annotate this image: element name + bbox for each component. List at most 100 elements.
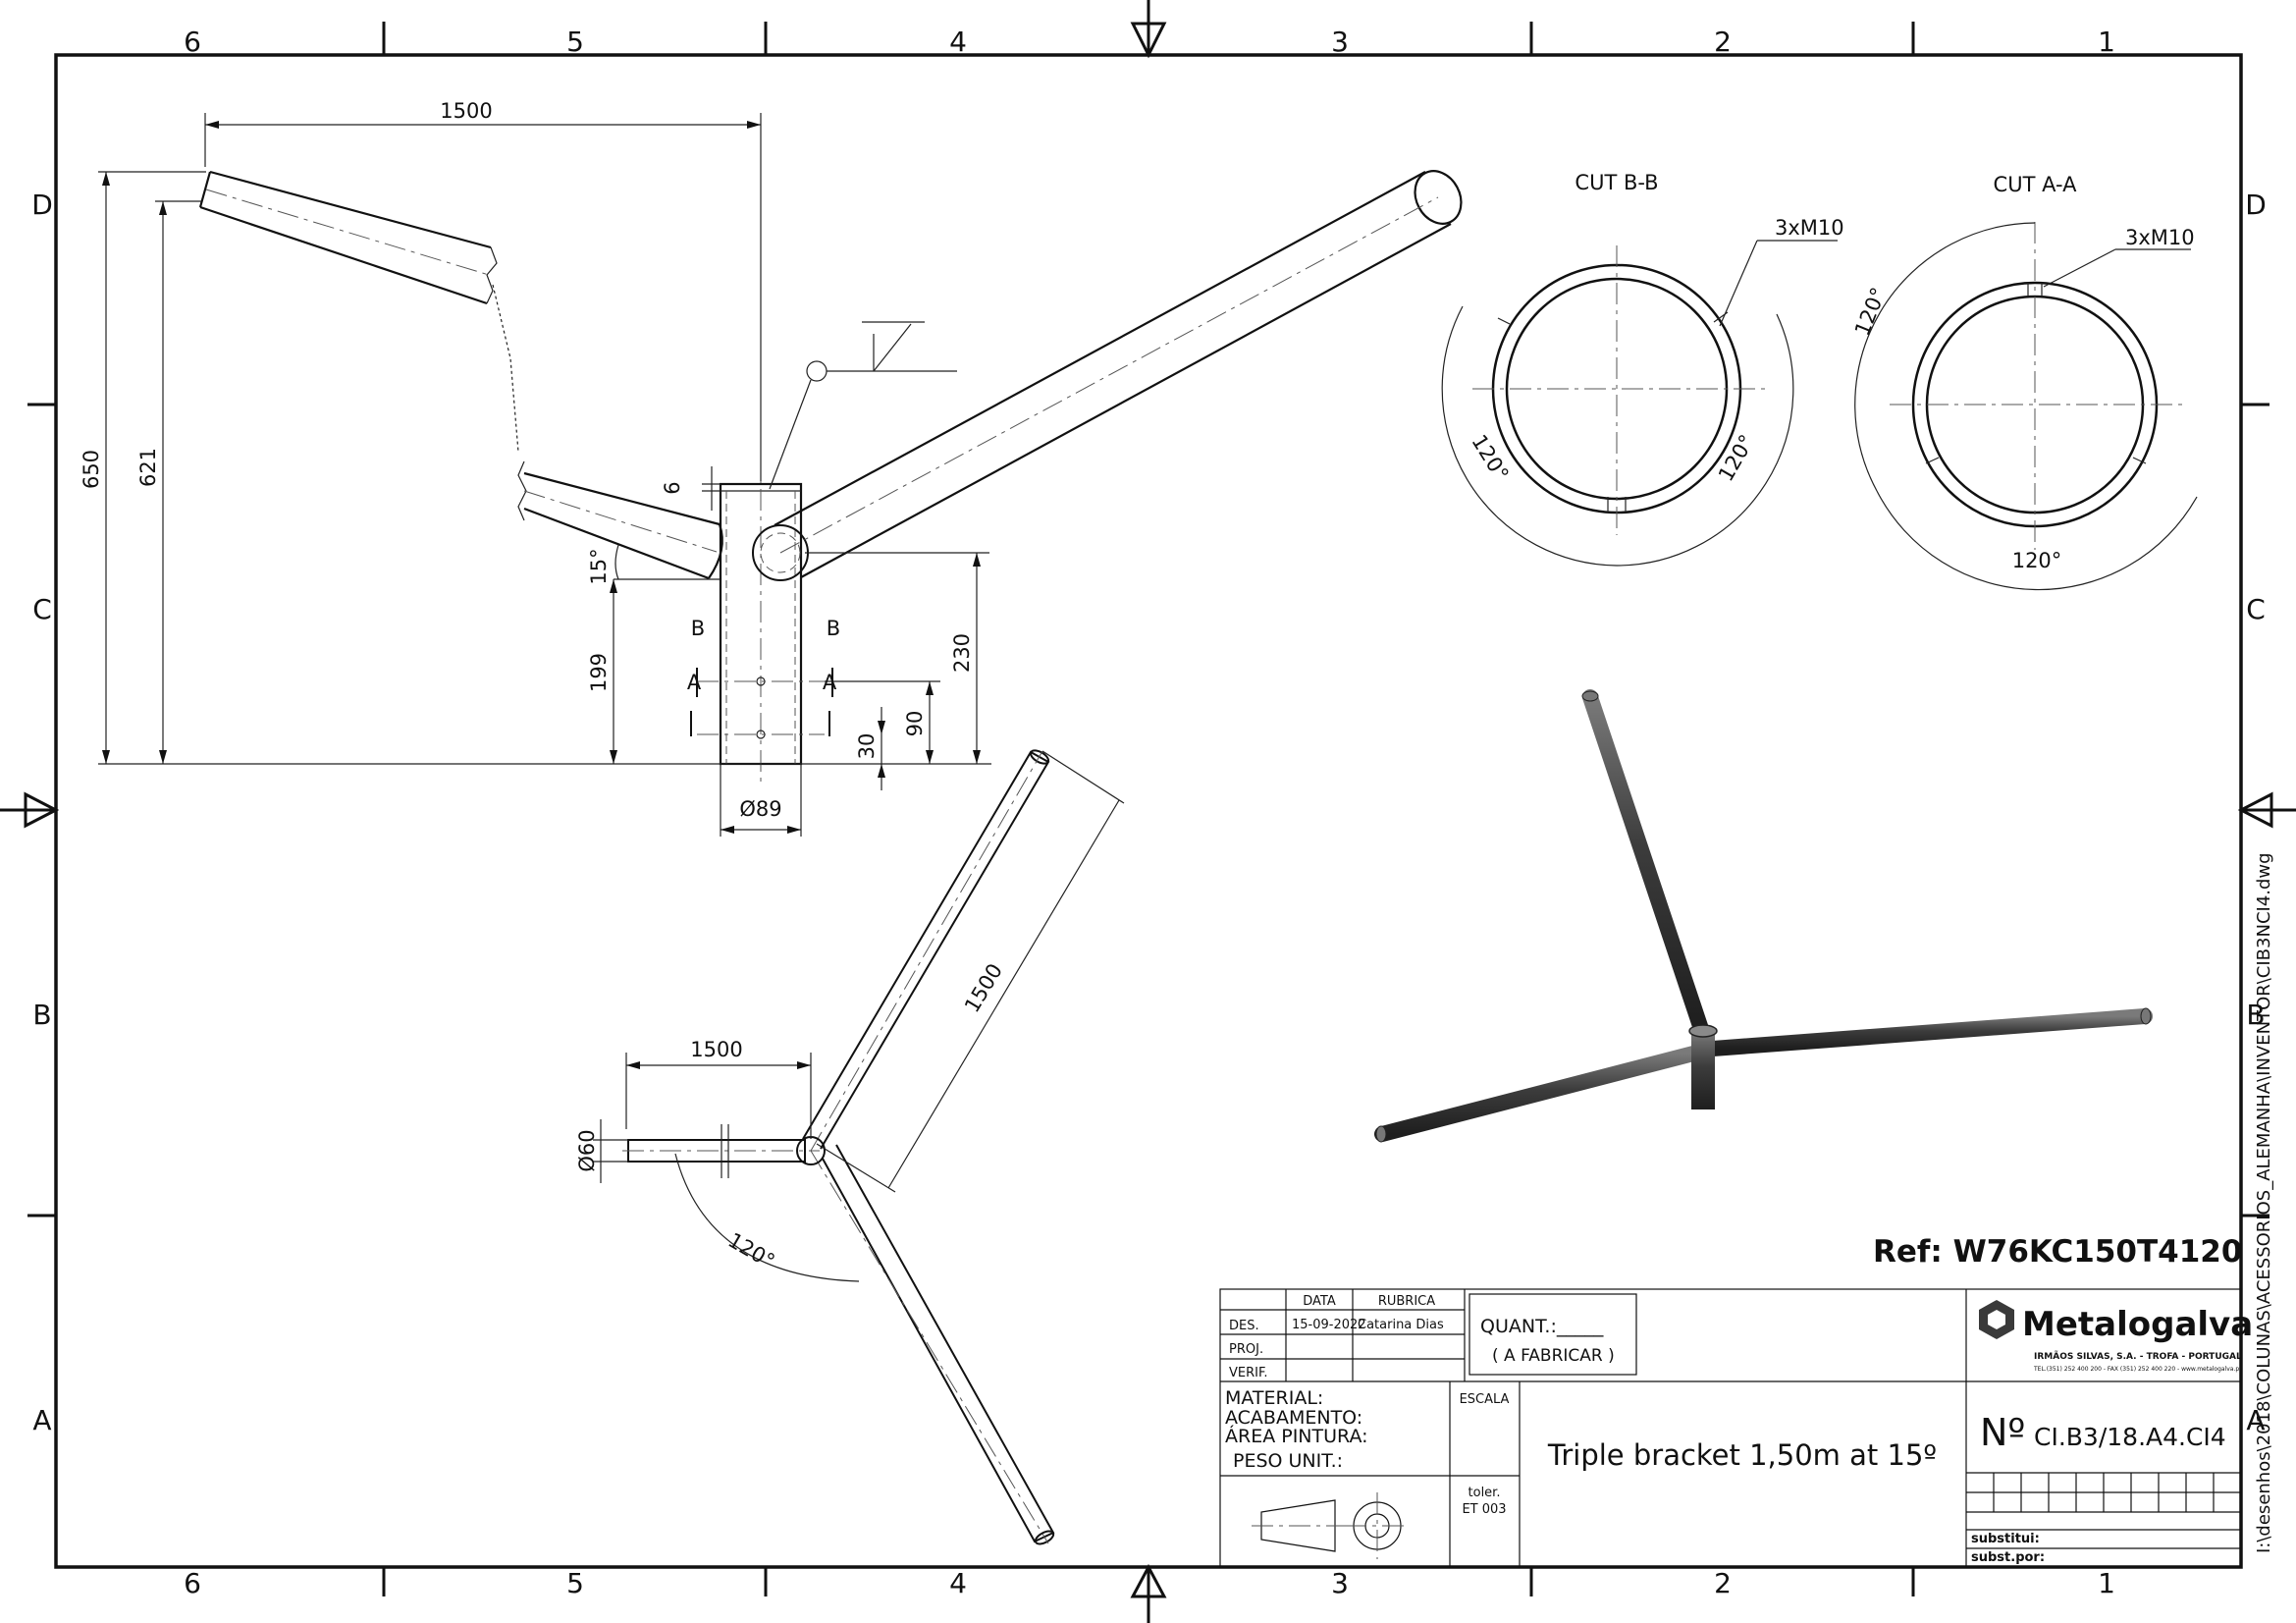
svg-text:A: A <box>823 671 837 694</box>
dim-199: 199 <box>587 579 617 764</box>
svg-text:DATA: DATA <box>1303 1294 1336 1309</box>
cut-aa-section: CUT A-A 120° 120° 3xM10 <box>1850 173 2198 591</box>
svg-text:VERIF.: VERIF. <box>1229 1366 1268 1380</box>
row-label: C <box>32 593 52 625</box>
dim-dia89: Ø89 <box>720 764 802 837</box>
svg-text:1500: 1500 <box>440 99 492 123</box>
centering-mark-top <box>1130 0 1167 59</box>
svg-text:IRMÃOS SILVAS, S.A. - TROFA -: IRMÃOS SILVAS, S.A. - TROFA - PORTUGAL <box>2034 1351 2242 1362</box>
pole-sleeve <box>697 452 825 785</box>
row-label: A <box>2246 1404 2265 1436</box>
row-label: A <box>32 1404 51 1436</box>
svg-text:6: 6 <box>661 481 684 494</box>
col-label: 1 <box>2098 26 2115 58</box>
col-label: 3 <box>1331 26 1349 58</box>
dim-dia60: Ø60 <box>575 1119 628 1183</box>
col-label: 5 <box>566 26 584 58</box>
svg-text:ESCALA: ESCALA <box>1460 1392 1510 1407</box>
dim-1500-top: 1500 <box>204 99 762 481</box>
svg-text:PESO UNIT.:: PESO UNIT.: <box>1233 1450 1343 1472</box>
dim-diag-1500: 1500 <box>816 750 1125 1193</box>
weld-symbol <box>769 321 957 490</box>
svg-text:( A FABRICAR ): ( A FABRICAR ) <box>1492 1346 1615 1366</box>
svg-text:subst.por:: subst.por: <box>1971 1550 2045 1565</box>
row-label: D <box>31 189 53 221</box>
svg-text:substitui:: substitui: <box>1971 1532 2040 1546</box>
svg-text:230: 230 <box>950 633 974 673</box>
cut-aa-title: CUT A-A <box>1994 173 2078 196</box>
file-path: I:\desenhos\2018\COLUNAS\ACESSORIOS_ALEM… <box>2254 852 2274 1553</box>
reference-code: Ref: W76KC150T4120 <box>1873 1234 2242 1270</box>
dim-15deg: 15° <box>587 544 721 585</box>
svg-text:199: 199 <box>587 653 611 692</box>
col-label: 4 <box>949 26 967 58</box>
col-label: 6 <box>184 1567 201 1599</box>
dim-90: 90 <box>825 680 940 764</box>
row-label: C <box>2246 593 2266 625</box>
left-arm-lower <box>517 460 723 580</box>
centering-mark-bottom <box>1130 1563 1167 1623</box>
title-block: DATA RUBRICA DES. PROJ. VERIF. 15-09-202… <box>1219 1288 2253 1568</box>
svg-text:15°: 15° <box>587 548 611 584</box>
company-logo: Metalogalva IRMÃOS SILVAS, S.A. - TROFA … <box>1979 1300 2253 1373</box>
dim-top-1500: 1500 <box>625 1038 812 1139</box>
svg-text:PROJ.: PROJ. <box>1229 1342 1263 1357</box>
drawing-number: CI.B3/18.A4.CI4 <box>2034 1423 2226 1451</box>
svg-text:1500: 1500 <box>960 959 1007 1016</box>
svg-text:Ø60: Ø60 <box>575 1129 599 1171</box>
svg-text:ACABAMENTO:: ACABAMENTO: <box>1225 1407 1362 1429</box>
svg-text:3xM10: 3xM10 <box>1775 216 1844 240</box>
svg-text:A: A <box>687 671 702 694</box>
svg-text:Catarina Dias: Catarina Dias <box>1358 1318 1444 1332</box>
svg-text:Ø89: Ø89 <box>739 797 781 821</box>
svg-text:toler.: toler. <box>1468 1486 1501 1500</box>
isometric-render <box>1374 689 2153 1143</box>
col-label: 2 <box>1714 1567 1732 1599</box>
front-view: 1500 650 621 6 15° 199 <box>80 99 1463 837</box>
svg-text:120°: 120° <box>1467 430 1513 485</box>
section-markers: B B A A <box>687 617 840 736</box>
dim-230: 230 <box>805 552 989 764</box>
svg-text:B: B <box>827 617 840 640</box>
dim-650: 650 <box>80 171 991 765</box>
svg-text:ET 003: ET 003 <box>1462 1502 1506 1517</box>
col-label: 3 <box>1331 1567 1349 1599</box>
projection-symbol <box>1252 1492 1410 1559</box>
col-label: 5 <box>566 1567 584 1599</box>
col-label: 6 <box>184 26 201 58</box>
col-label: 2 <box>1714 26 1732 58</box>
svg-text:DES.: DES. <box>1229 1319 1259 1333</box>
svg-text:90: 90 <box>903 711 927 737</box>
centering-mark-left <box>0 791 60 829</box>
left-arm-upper <box>198 170 498 305</box>
drawing-title: Triple bracket 1,50m at 15º <box>1547 1438 1937 1472</box>
cut-bb-title: CUT B-B <box>1575 171 1658 194</box>
right-arm <box>774 170 1463 578</box>
svg-text:3xM10: 3xM10 <box>2125 226 2195 249</box>
dim-6: 6 <box>661 466 721 511</box>
svg-text:Metalogalva: Metalogalva <box>2022 1305 2253 1344</box>
svg-text:ÁREA PINTURA:: ÁREA PINTURA: <box>1225 1425 1368 1447</box>
svg-text:650: 650 <box>80 450 103 489</box>
svg-text:30: 30 <box>855 733 879 760</box>
dim-30: 30 <box>855 707 885 790</box>
svg-text:TEL.(351) 252 400 200 - FAX (3: TEL.(351) 252 400 200 - FAX (351) 252 40… <box>2033 1366 2242 1373</box>
svg-text:120°: 120° <box>1850 284 1891 339</box>
row-label: B <box>32 999 51 1031</box>
svg-text:MATERIAL:: MATERIAL: <box>1225 1387 1323 1409</box>
row-label: B <box>2246 999 2265 1031</box>
top-view: 1500 1500 Ø60 120° <box>575 749 1125 1545</box>
cut-bb-section: CUT B-B 120° 120° 3xM10 <box>1441 171 1844 567</box>
svg-text:RUBRICA: RUBRICA <box>1378 1294 1435 1309</box>
svg-text:120°: 120° <box>2012 549 2062 572</box>
svg-text:1500: 1500 <box>690 1038 742 1061</box>
col-label: 1 <box>2098 1567 2115 1599</box>
svg-text:120°: 120° <box>724 1228 779 1273</box>
dim-621: 621 <box>136 200 201 764</box>
revision-grid-cols <box>1993 1473 2215 1512</box>
centering-mark-right <box>2237 791 2296 829</box>
svg-text:621: 621 <box>136 448 160 487</box>
svg-text:15-09-2022: 15-09-2022 <box>1292 1318 1366 1332</box>
svg-text:Nº: Nº <box>1980 1411 2025 1454</box>
